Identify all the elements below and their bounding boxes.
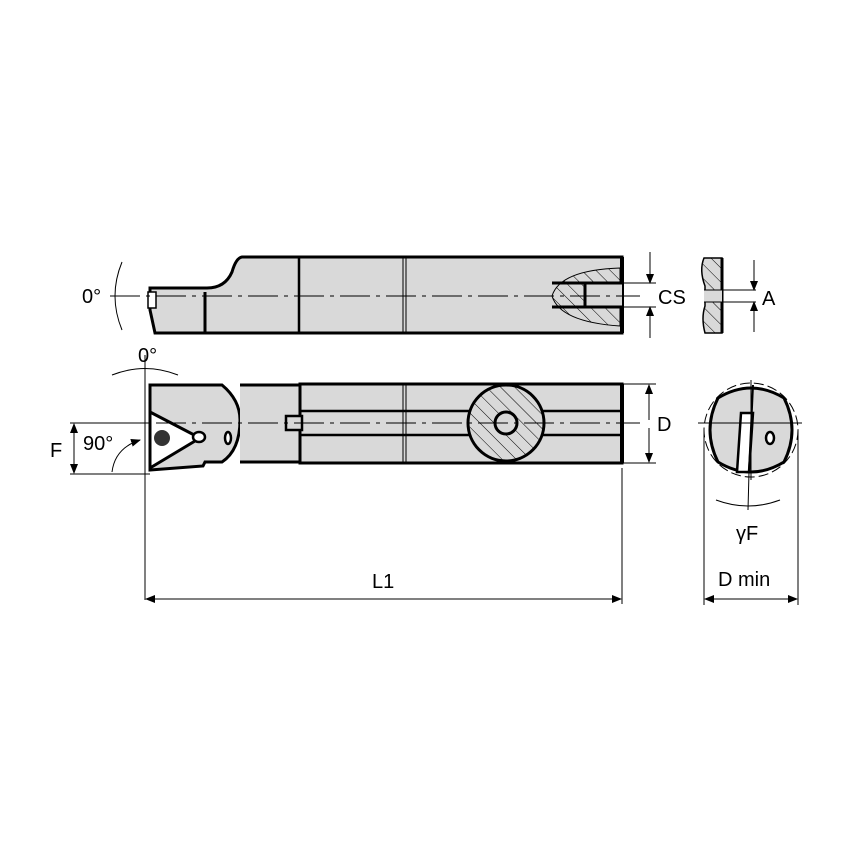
top-view: 0° CS xyxy=(82,252,686,338)
label-gamma-f: γF xyxy=(736,523,758,545)
label-side-angle: 0° xyxy=(138,345,157,367)
l1-dimension: L1 xyxy=(145,468,623,604)
coolant-end-section: A xyxy=(701,257,776,334)
label-l1: L1 xyxy=(372,571,394,593)
end-view: γF D min xyxy=(698,380,802,605)
label-cs: CS xyxy=(658,287,686,309)
label-d-min: D min xyxy=(718,569,770,591)
label-top-angle: 0° xyxy=(82,286,101,308)
label-lead-angle: 90° xyxy=(83,433,113,455)
label-a: A xyxy=(762,288,776,310)
side-view: 0° F 90° D xyxy=(50,345,671,600)
label-d: D xyxy=(657,414,671,436)
label-f: F xyxy=(50,440,62,462)
